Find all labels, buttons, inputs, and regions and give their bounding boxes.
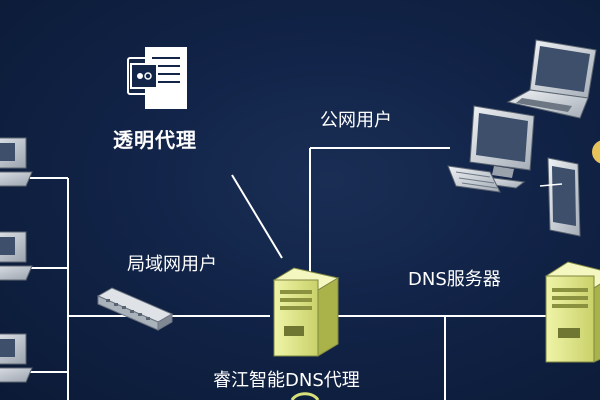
partial-device-icon — [592, 140, 600, 164]
proxy-diagonal-line — [231, 174, 283, 259]
dns-server-label: DNS服务器 — [408, 269, 501, 290]
transparent-proxy-label: 透明代理 — [113, 128, 197, 152]
client-computer-icon — [0, 231, 33, 281]
dns-proxy-label: 睿江智能DNS代理 — [213, 370, 360, 391]
client-computer-icon — [0, 137, 33, 187]
public-users-label: 公网用户 — [320, 110, 392, 131]
laptop-icon — [506, 39, 597, 119]
desktop-pc-icon — [447, 105, 535, 193]
tablet-icon — [539, 157, 581, 237]
lan-users-label: 局域网用户 — [127, 254, 217, 275]
client-computer-icon — [0, 333, 33, 383]
